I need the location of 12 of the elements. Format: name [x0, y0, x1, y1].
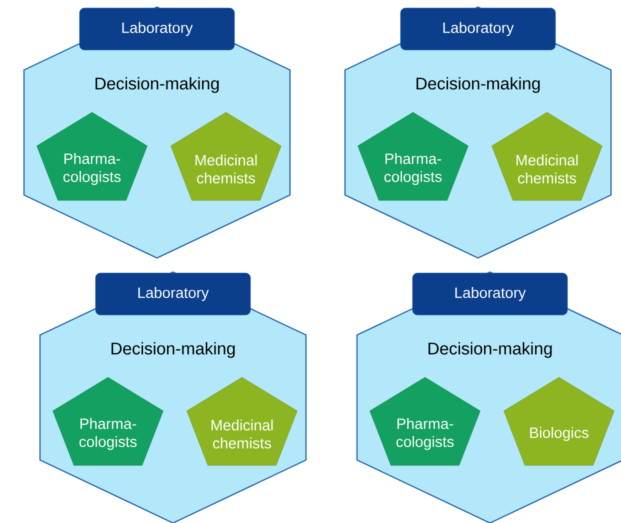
- pentagon: Pharma- cologists: [358, 112, 468, 201]
- label-tab: Laboratory: [400, 8, 556, 50]
- pentagon: Medicinal chemists: [492, 112, 602, 201]
- pentagon: Medicinal chemists: [170, 112, 282, 201]
- label-tab: Laboratory: [79, 8, 235, 50]
- pentagon: Pharma- cologists: [36, 112, 148, 201]
- label-tab: Laboratory: [95, 272, 251, 316]
- label-tab: Laboratory: [412, 272, 568, 316]
- pentagon: Pharma- cologists: [370, 377, 480, 466]
- pentagon: Pharma- cologists: [52, 377, 164, 466]
- pentagon: Biologics: [504, 377, 614, 466]
- pentagon: Medicinal chemists: [186, 377, 298, 466]
